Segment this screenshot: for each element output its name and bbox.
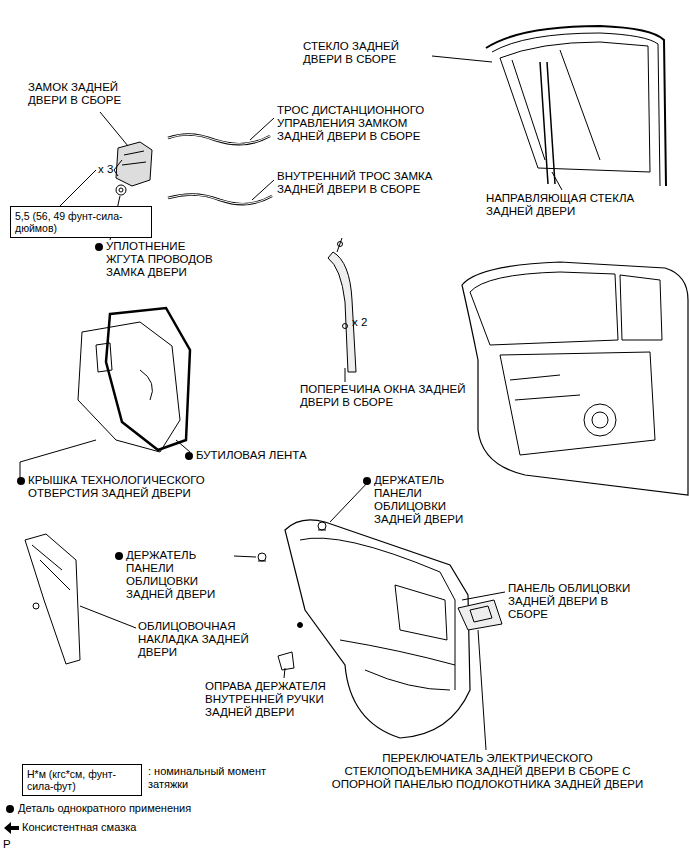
part-label: СТЕКЛО ЗАДНЕЙ ДВЕРИ В СБОРЕ [303,40,433,66]
box-text: Н*м (кгс*см, фунт-сила-фут) [27,768,137,792]
part-label: НАПРАВЛЯЮЩАЯ СТЕКЛА ЗАДНЕЙ ДВЕРИ [486,192,676,218]
quantity-mark: x 3 [98,163,128,176]
glass-run-guide [540,62,555,184]
clips [258,522,326,561]
handle-bezel [278,652,294,670]
part-label: КРЫШКА ТЕХНОЛОГИЧЕСКОГО ОТВЕРСТИЯ ЗАДНЕЙ… [28,474,243,500]
single-use-bullets [6,243,371,813]
part-label: ПОПЕРЕЧИНА ОКНА ЗАДНЕЙ ДВЕРИ В СБОРЕ [300,383,475,409]
part-label: ПЕРЕКЛЮЧАТЕЛЬ ЭЛЕКТРИЧЕСКОГО СТЕКЛОПОДЪЕ… [320,752,655,791]
legend-unit-box: Н*м (кгс*см, фунт-сила-фут) [22,764,142,796]
part-label: ОПРАВА ДЕРЖАТЕЛЯ ВНУТРЕННЕЙ РУЧКИ ЗАДНЕЙ… [205,680,340,719]
quantity-mark: x 2 [352,316,382,329]
torque-spec-box: 5,5 (56, 49 фунт-сила-дюймов) [10,206,152,238]
door-glass [486,26,666,186]
legend-text: Деталь однократного применения [18,802,278,815]
part-label: ПАНЕЛЬ ОБЛИЦОВКИ ЗАДНЕЙ ДВЕРИ В СБОРЕ [508,582,648,621]
part-label: ВНУТРЕННИЙ ТРОС ЗАМКА ЗАДНЕЙ ДВЕРИ В СБО… [277,170,462,196]
door-panel [462,262,688,495]
part-label: ОБЛИЦОВОЧНАЯ НАКЛАДКА ЗАДНЕЙ ДВЕРИ [138,620,263,659]
window-frame-strip [328,238,356,372]
part-label: ДЕРЖАТЕЛЬ ПАНЕЛИ ОБЛИЦОВКИ ЗАДНЕЙ ДВЕРИ [126,549,231,601]
part-label: ДЕРЖАТЕЛЬ ПАНЕЛИ ОБЛИЦОВКИ ЗАДНЕЙ ДВЕРИ [374,474,489,526]
service-hole-cover [78,322,180,452]
page-mark: P [3,838,18,851]
part-label: БУТИЛОВАЯ ЛЕНТА [196,449,356,462]
leader-lines [20,56,562,750]
trim-panel [285,520,470,738]
trim-garnish [25,534,80,664]
part-label: ТРОС ДИСТАНЦИОННОГО УПРАВЛЕНИЯ ЗАМКОМ ЗА… [277,104,447,143]
grease-arrow [4,822,19,834]
legend-text: Консистентная смазка [22,821,282,834]
legend-text: : номинальный момент затяжки [148,765,273,791]
box-text: 5,5 (56, 49 фунт-сила-дюймов) [15,210,147,234]
butyl-tape [106,308,190,450]
part-label: УПЛОТНЕНИЕ ЖГУТА ПРОВОДОВ ЗАМКА ДВЕРИ [106,240,221,279]
part-label: ЗАМОК ЗАДНЕЙ ДВЕРИ В СБОРЕ [28,81,143,107]
lock-cables [168,134,272,204]
door-lock [116,142,152,195]
window-switch [458,600,502,630]
